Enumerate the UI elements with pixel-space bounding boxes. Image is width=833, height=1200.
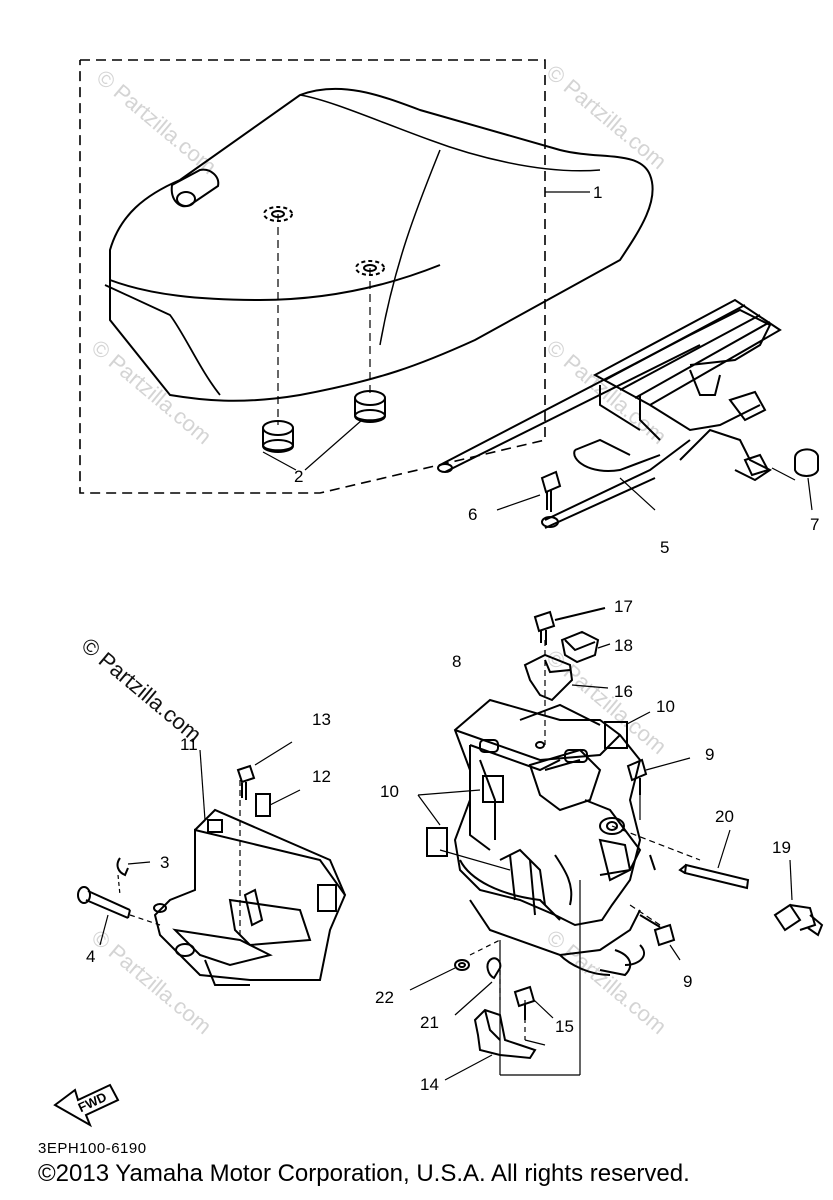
watermark-3: © Partzilla.com — [87, 335, 217, 449]
bracket-14 — [444, 1008, 537, 1081]
callout-18: 18 — [614, 636, 633, 655]
pad-10-left — [417, 789, 481, 857]
seat-piping-2 — [379, 149, 441, 346]
callout-22: 22 — [375, 988, 394, 1007]
rod-20 — [678, 829, 750, 890]
watermark-1: © Partzilla.com — [92, 65, 222, 179]
pad-10-mid — [482, 775, 504, 803]
watermarks: © Partzilla.com © Partzilla.com © Partzi… — [87, 60, 672, 1039]
carrier-rack — [437, 298, 782, 529]
seat-nub — [170, 168, 220, 208]
callout-17: 17 — [614, 597, 633, 616]
washer-22 — [409, 959, 470, 991]
callout-13: 13 — [312, 710, 331, 729]
callout-8: 8 — [452, 652, 461, 671]
clip-3 — [116, 857, 151, 896]
callout-9-top: 9 — [705, 745, 714, 764]
watermark-dark: © Partzilla.com — [77, 633, 207, 747]
clip-21 — [454, 957, 502, 1016]
main-bracket-assembly — [453, 698, 656, 977]
leaders-main — [439, 640, 701, 1076]
seat-dashed-box — [79, 59, 546, 494]
bolt-9-upper — [626, 757, 691, 795]
callout-12: 12 — [312, 767, 331, 786]
pad-10-right — [604, 711, 651, 749]
nut-7 — [771, 448, 819, 511]
callout-9-bottom: 9 — [683, 972, 692, 991]
bolt-15 — [513, 985, 554, 1020]
bolt-6 — [496, 470, 562, 512]
damper-right — [354, 390, 386, 423]
callout-6: 6 — [468, 505, 477, 524]
callouts: 1 2 5 6 7 17 18 8 16 10 13 11 9 12 10 20… — [86, 183, 819, 1094]
seat-assembly — [79, 59, 654, 494]
fwd-arrow-icon: FWD — [53, 1083, 120, 1128]
callout-19: 19 — [772, 838, 791, 857]
bolt-17 — [533, 607, 606, 645]
pin-4 — [77, 886, 161, 946]
callout-4: 4 — [86, 947, 95, 966]
sensor-19 — [773, 859, 824, 937]
callout-20: 20 — [715, 807, 734, 826]
bolt-9-lower — [639, 914, 681, 961]
callout-11: 11 — [180, 735, 198, 754]
seat-lower-edge — [104, 284, 221, 396]
clip-18 — [560, 630, 611, 664]
callout-10-top: 10 — [656, 697, 675, 716]
callout-15: 15 — [555, 1017, 574, 1036]
callout-14: 14 — [420, 1075, 439, 1094]
copyright-notice: ©2013 Yamaha Motor Corporation, U.S.A. A… — [38, 1160, 690, 1187]
bracket-16 — [523, 653, 609, 702]
seat-seam-top — [109, 264, 441, 302]
pad-12 — [255, 789, 301, 817]
callout-10-left: 10 — [380, 782, 399, 801]
damper-left — [262, 420, 294, 453]
callout-3: 3 — [160, 853, 169, 872]
callout-2: 2 — [294, 467, 303, 486]
part-code: 3EPH100-6190 — [38, 1140, 147, 1157]
callout-16: 16 — [614, 682, 633, 701]
watermark-6: © Partzilla.com — [87, 925, 217, 1039]
seat-piping — [299, 94, 601, 172]
callout-1: 1 — [593, 183, 602, 202]
callout-21: 21 — [420, 1013, 439, 1032]
callout-7: 7 — [810, 515, 819, 534]
bolt-13 — [236, 741, 293, 800]
callout-5: 5 — [660, 538, 669, 557]
ecu-bracket-assembly — [153, 749, 347, 986]
